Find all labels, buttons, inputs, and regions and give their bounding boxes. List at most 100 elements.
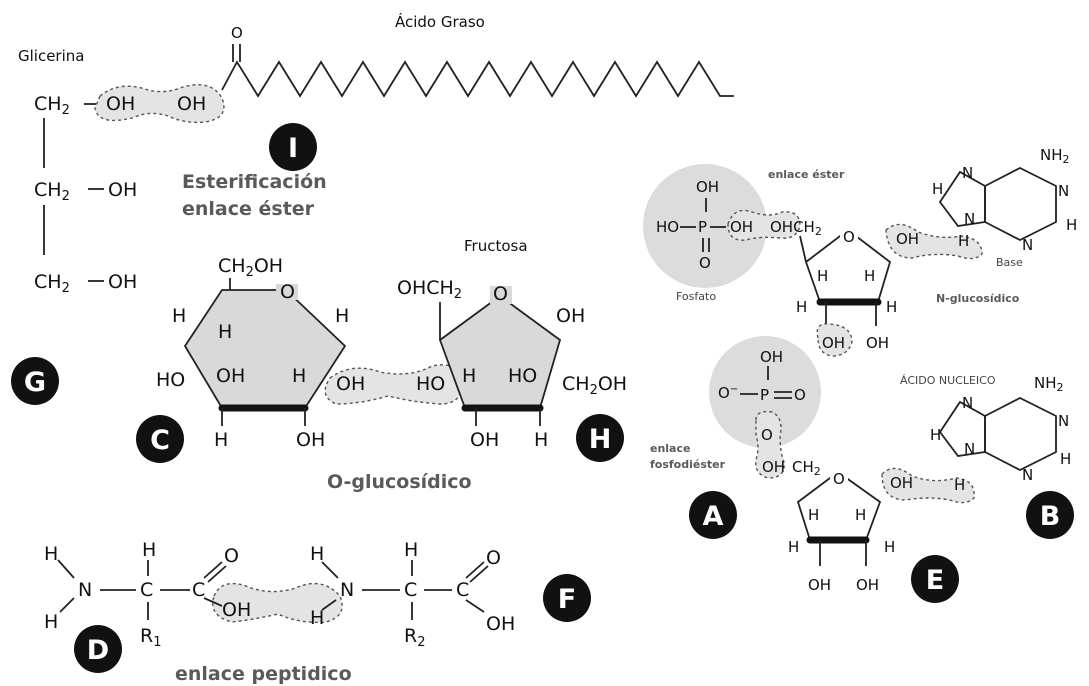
fructose-ring-o: O (493, 283, 508, 305)
glycerol-row-2: CH2 OH (34, 179, 137, 204)
fosfato-label: Fosfato (676, 290, 716, 303)
svg-text:N: N (964, 210, 975, 228)
glycerol-oh-3: OH (108, 271, 137, 293)
svg-text:C: C (404, 579, 417, 601)
glycerol-row-1: CH2 OH OH (34, 93, 206, 118)
svg-text:F: F (558, 584, 576, 615)
svg-text:H: H (310, 543, 324, 565)
adenine-2: NH2 N H N N N H (930, 374, 1071, 484)
badge-e: E (911, 555, 959, 603)
svg-text:H: H (1066, 216, 1077, 234)
svg-text:H: H (808, 506, 819, 524)
svg-text:N: N (1022, 236, 1033, 254)
acido-nucleico-label: ÁCIDO NUCLEICO (900, 374, 996, 387)
svg-text:R2: R2 (404, 625, 425, 650)
svg-text:CH2: CH2 (34, 93, 70, 118)
svg-text:CH2OH: CH2OH (562, 373, 627, 398)
svg-text:H: H (292, 365, 306, 387)
svg-text:H: H (172, 305, 186, 327)
svg-text:C: C (192, 579, 205, 601)
fatty-acid-chain (221, 60, 734, 98)
phosphate-1-circle (643, 164, 767, 288)
svg-text:OH: OH (760, 348, 783, 366)
svg-text:N: N (1022, 466, 1033, 484)
peptide-oh: OH (222, 599, 251, 621)
peptide-water-blob (212, 582, 343, 624)
svg-text:O: O (224, 545, 239, 567)
svg-text:H: H (788, 538, 799, 556)
svg-text:H: H (958, 232, 969, 250)
svg-text:P: P (760, 386, 769, 404)
svg-text:A: A (703, 501, 724, 532)
svg-text:OHCH2: OHCH2 (397, 277, 462, 302)
svg-text:R1: R1 (140, 625, 161, 650)
svg-text:N: N (340, 579, 354, 601)
svg-text:N: N (962, 394, 973, 412)
fructose-c2-ho: HO (416, 373, 445, 395)
svg-text:O: O (699, 254, 711, 272)
glycerol-oh-2: OH (108, 179, 137, 201)
glycerol-row-3: CH2 OH (34, 271, 137, 296)
svg-text:H: H (855, 506, 866, 524)
svg-text:C: C (140, 579, 153, 601)
svg-text:OHCH2: OHCH2 (770, 218, 822, 238)
svg-text:HO: HO (156, 369, 185, 391)
svg-text:O: O (486, 547, 501, 569)
svg-text:N: N (78, 579, 92, 601)
svg-text:H: H (954, 476, 965, 494)
svg-text:H: H (218, 321, 232, 343)
badge-d: D (74, 625, 122, 673)
badge-g: G (11, 357, 59, 405)
svg-text:N: N (962, 164, 973, 182)
carbonyl-o: O (231, 24, 243, 42)
svg-text:N: N (1058, 412, 1069, 430)
svg-text:H: H (462, 365, 476, 387)
enlace-peptidico-label: enlace peptidico (175, 663, 352, 685)
svg-text:HO: HO (508, 365, 537, 387)
svg-text:OH: OH (556, 305, 585, 327)
svg-text:N: N (1058, 182, 1069, 200)
svg-text:H: H (214, 429, 228, 451)
svg-text:OH: OH (696, 178, 719, 196)
svg-text:OH: OH (730, 218, 753, 236)
svg-text:H: H (44, 611, 58, 633)
enlace-ester-nucleic-label: enlace éster (768, 168, 845, 181)
svg-text:H: H (817, 267, 828, 285)
svg-text:OH: OH (896, 230, 919, 248)
svg-text:O: O (761, 426, 773, 444)
svg-text:CH2: CH2 (34, 179, 70, 204)
badge-f: F (543, 574, 591, 622)
enlace-fosfodiester-label-2: fosfodiéster (650, 458, 726, 471)
glucose-ring (183, 289, 347, 409)
enlace-fosfodiester-label-1: enlace (650, 442, 690, 455)
svg-text:D: D (87, 635, 109, 666)
acido-graso-label: Ácido Graso (395, 12, 485, 31)
svg-text:OH: OH (808, 576, 831, 594)
svg-text:H: H (1060, 450, 1071, 468)
svg-text:CH2OH: CH2OH (218, 255, 283, 280)
svg-text:OH: OH (762, 458, 785, 476)
svg-text:O: O (843, 228, 855, 246)
letter-badges: I G C H A B F D (11, 123, 1074, 673)
fatty-acid-oh: OH (177, 93, 206, 115)
fructose-ring (438, 294, 562, 409)
svg-text:NH2: NH2 (1040, 146, 1070, 166)
svg-text:CH2: CH2 (792, 458, 821, 478)
svg-text:B: B (1040, 501, 1061, 532)
adenine-1: NH2 N H N N N H (932, 146, 1077, 254)
ester-water-blob (94, 84, 225, 124)
svg-text:NH2: NH2 (1034, 374, 1064, 394)
glicerina-label: Glicerina (18, 47, 84, 65)
peptide-section: H N H H C R1 C O OH H N H H C R2 C O OH (44, 539, 515, 685)
badge-c: C (136, 415, 184, 463)
svg-text:OH: OH (890, 474, 913, 492)
glycosidic-water-blob (324, 364, 463, 405)
svg-text:C: C (150, 425, 170, 456)
fructosa-label: Fructosa (464, 237, 528, 255)
svg-text:OH: OH (216, 365, 245, 387)
phosphate-2-circle (709, 336, 821, 448)
badge-b: B (1026, 491, 1074, 539)
svg-text:OH: OH (296, 429, 325, 451)
svg-text:HO: HO (656, 218, 679, 236)
glucose-c1-oh: OH (336, 373, 365, 395)
